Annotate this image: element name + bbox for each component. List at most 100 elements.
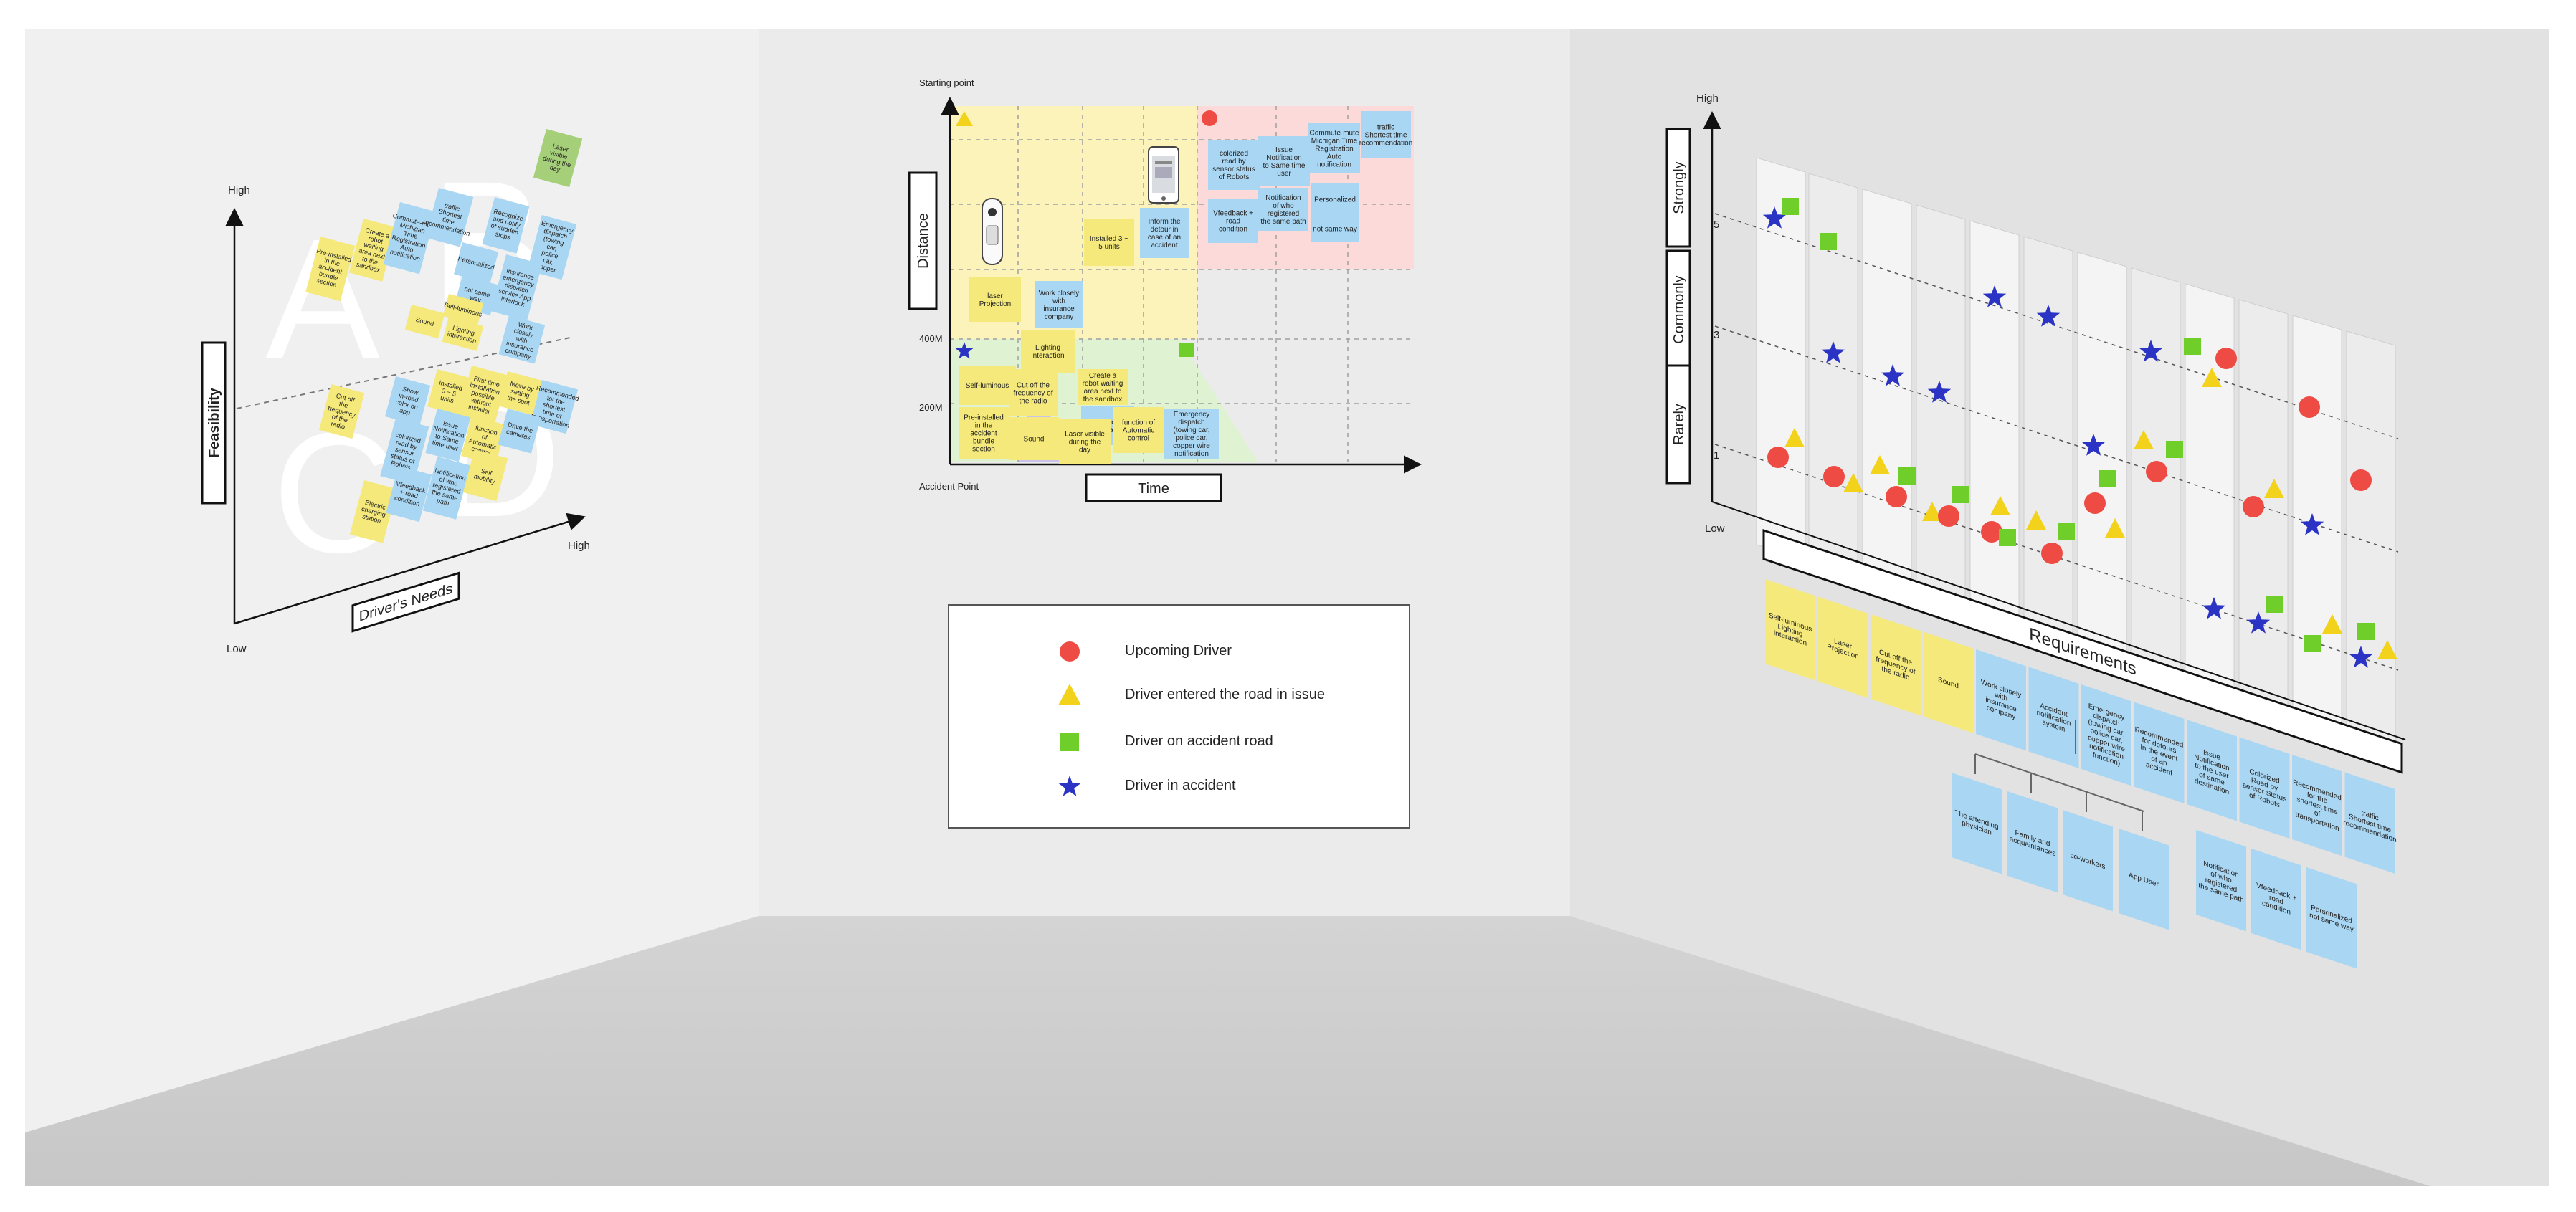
distance-label-box: Distance	[908, 171, 938, 310]
sticky-note: The attendingphysician	[1952, 773, 2002, 874]
sticky-note: LaserProjection	[1817, 596, 1868, 698]
requirement-column	[1862, 189, 1912, 596]
note-text: Self-luminous	[966, 382, 1009, 390]
feasibility-label-box: Feasibility	[201, 341, 227, 505]
red-circle-icon	[1060, 641, 1080, 662]
circle-marker	[1202, 110, 1217, 126]
sticky-note: not same way	[1311, 215, 1359, 242]
tick-3: 3	[1714, 329, 1719, 341]
sticky-note: Lightinginteraction	[442, 317, 484, 351]
requirement-column	[1969, 220, 2020, 631]
triangle-marker	[956, 111, 973, 126]
note-text: Electricchargingstation	[359, 498, 389, 525]
sticky-note: Vfeedback +roadcondition	[2251, 849, 2301, 950]
upcoming-driver-marker	[1981, 521, 2002, 543]
feasibility-matrix: A B C D High High Low Feasibility Driver…	[201, 129, 590, 655]
note-text: not same way	[1313, 226, 1357, 234]
sticky-note: IssueNotificationto Sametime user	[425, 409, 471, 462]
in-accident-marker	[2246, 611, 2271, 634]
accident-road-marker	[1952, 486, 1969, 503]
sticky-note: Work closelywithinsurancecompany	[1976, 649, 2026, 751]
sticky-note: Notificationof whoregisteredthe same pat…	[2196, 830, 2246, 932]
star-marker	[955, 342, 974, 359]
svg-text:Commonly: Commonly	[1671, 275, 1687, 344]
sticky-note: Accidentnotificationsystem	[2028, 667, 2079, 768]
upcoming-driver-marker	[1938, 505, 1959, 527]
starting-point-label: Starting point	[919, 77, 974, 88]
note-text: Pre-installedin theaccidentbundlesection	[308, 247, 352, 291]
in-accident-marker	[1927, 381, 1952, 403]
legend: Upcoming Driver Driver entered the road …	[948, 604, 1410, 829]
entered-road-marker	[2026, 510, 2046, 530]
entered-road-marker	[2105, 518, 2125, 538]
note-text: IssueNotificationto Sametime user	[429, 417, 467, 453]
sticky-note: trafficShortesttimerecommendation	[422, 188, 474, 247]
upcoming-driver-marker	[2350, 469, 2372, 491]
sticky-note: Recognizeand notifyof suddenstops	[482, 197, 530, 254]
sticky-note: Personalized	[454, 242, 499, 284]
tick-5: 5	[1714, 219, 1719, 231]
upcoming-driver-marker	[2299, 396, 2320, 418]
accident-road-marker	[2166, 441, 2183, 458]
note-text: Emergencydispatch(towing car,police car,…	[2088, 702, 2125, 770]
sticky-note: Cut offthefrequencyof theradio	[318, 384, 365, 439]
yellow-triangle-icon	[1058, 684, 1081, 705]
left-notes: Pre-installedin theaccidentbundlesection…	[305, 129, 583, 543]
axis-high-label: High	[1696, 92, 1719, 105]
note-text: Showin-roadcolor onapp	[393, 384, 422, 418]
in-accident-marker	[1982, 285, 2007, 307]
midline	[236, 336, 574, 409]
upcoming-driver-marker	[1886, 486, 1907, 507]
sticky-note: Notificationof whoregisteredthe samepath	[422, 457, 471, 520]
sticky-note: Workcloselywithinsurancecompany	[498, 315, 546, 364]
entered-road-marker	[2134, 430, 2154, 449]
accident-road-marker	[1782, 198, 1799, 215]
note-text: Cut off thefrequency ofthe radio	[1876, 647, 1916, 684]
sticky-note: Drive thecameras	[498, 409, 541, 454]
tick-1: 1	[1714, 449, 1719, 462]
in-accident-marker	[2202, 597, 2226, 619]
accident-road-marker	[2184, 338, 2201, 355]
upcoming-driver-marker	[2215, 348, 2237, 369]
svg-text:Rarely: Rarely	[1671, 404, 1687, 445]
requirement-column	[2292, 315, 2342, 739]
axis-low-label: Low	[1705, 523, 1725, 535]
entered-road-marker	[1784, 428, 1805, 447]
level-label-strongly: Strongly	[1665, 128, 1691, 248]
note-text: IssueNotificationto the userof samedesti…	[2194, 745, 2230, 796]
time-label: Time	[1138, 481, 1169, 497]
robot-device-icon	[982, 198, 1003, 265]
sticky-note: co-workers	[2063, 810, 2113, 912]
note-text: Notificationof whoregisteredthe samepath	[427, 467, 467, 509]
in-accident-marker	[1762, 206, 1787, 229]
sticky-note: Selfmobility	[462, 449, 508, 502]
sticky-note: Sound	[1009, 417, 1059, 460]
upcoming-driver-marker	[2146, 461, 2167, 482]
requirements-matrix: High Low 5 3 1 Strongly Commonly Rarely …	[1665, 92, 2406, 969]
sticky-note: Installed3 ~ 5units	[427, 369, 471, 416]
x-axis	[234, 512, 586, 625]
